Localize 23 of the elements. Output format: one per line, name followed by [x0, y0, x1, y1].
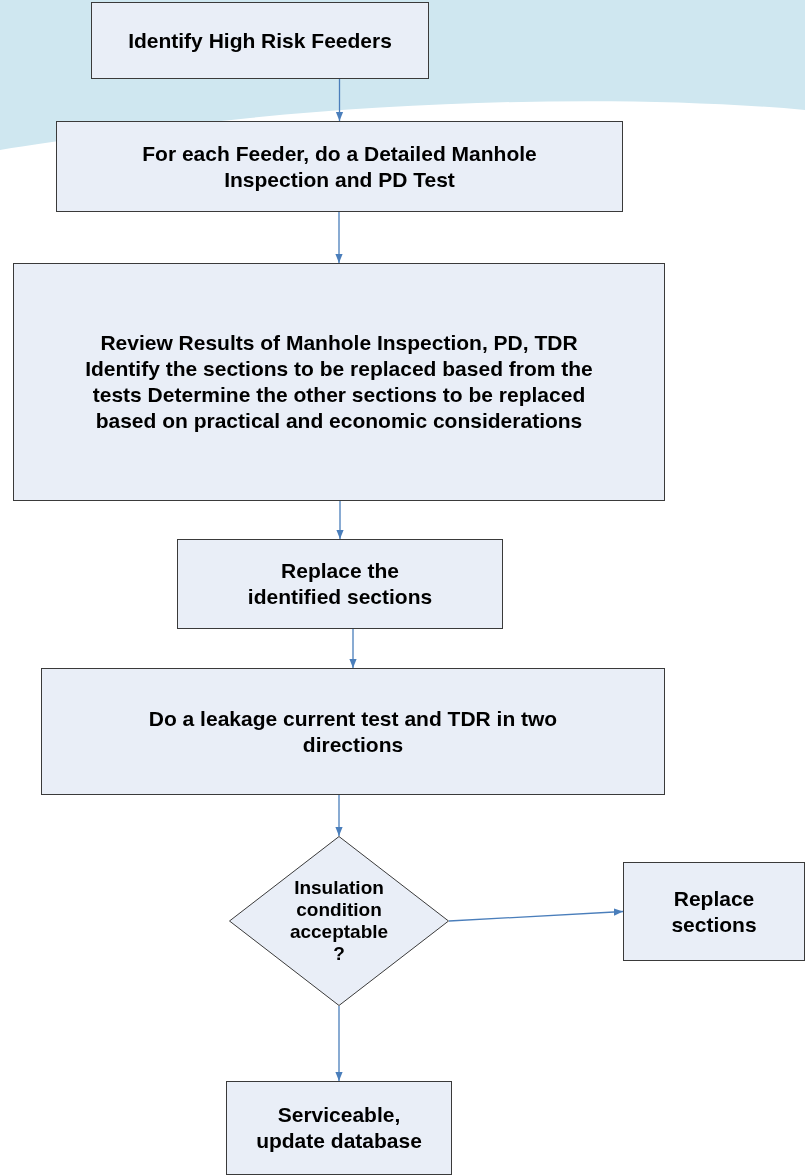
step-text: Replace the identified sections: [246, 558, 434, 610]
step-text: Replace sections: [670, 885, 758, 938]
process-box: [91, 2, 429, 79]
decision-diamond: [229, 836, 449, 1006]
process-box: [177, 539, 503, 629]
arrow: [335, 794, 343, 837]
step-text: Insulation condition acceptable ?: [288, 877, 390, 965]
process-box: [13, 263, 665, 501]
step-text: Serviceable, update database: [255, 1102, 423, 1154]
arrow: [335, 78, 344, 122]
arrow: [335, 1005, 343, 1082]
step-text: Review Results of Manhole Inspection, PD, TDR Identify the sections to be replaced based from the tests Determine the other sections to be replaced based on practical and economic considerations: [84, 330, 594, 434]
arrow: [336, 500, 344, 540]
arrow: [448, 908, 624, 922]
step-text: For each Feeder, do a Detailed Manhole Inspection and PD Test: [141, 140, 538, 193]
step-text: Do a leakage current test and TDR in two directions: [147, 705, 559, 758]
arrow: [349, 628, 357, 669]
process-box: [56, 121, 623, 212]
process-box: [41, 668, 665, 795]
arrow: [335, 211, 343, 264]
process-box: [226, 1081, 452, 1175]
step-text: Identify High Risk Feeders: [128, 27, 392, 54]
process-box: [623, 862, 805, 961]
